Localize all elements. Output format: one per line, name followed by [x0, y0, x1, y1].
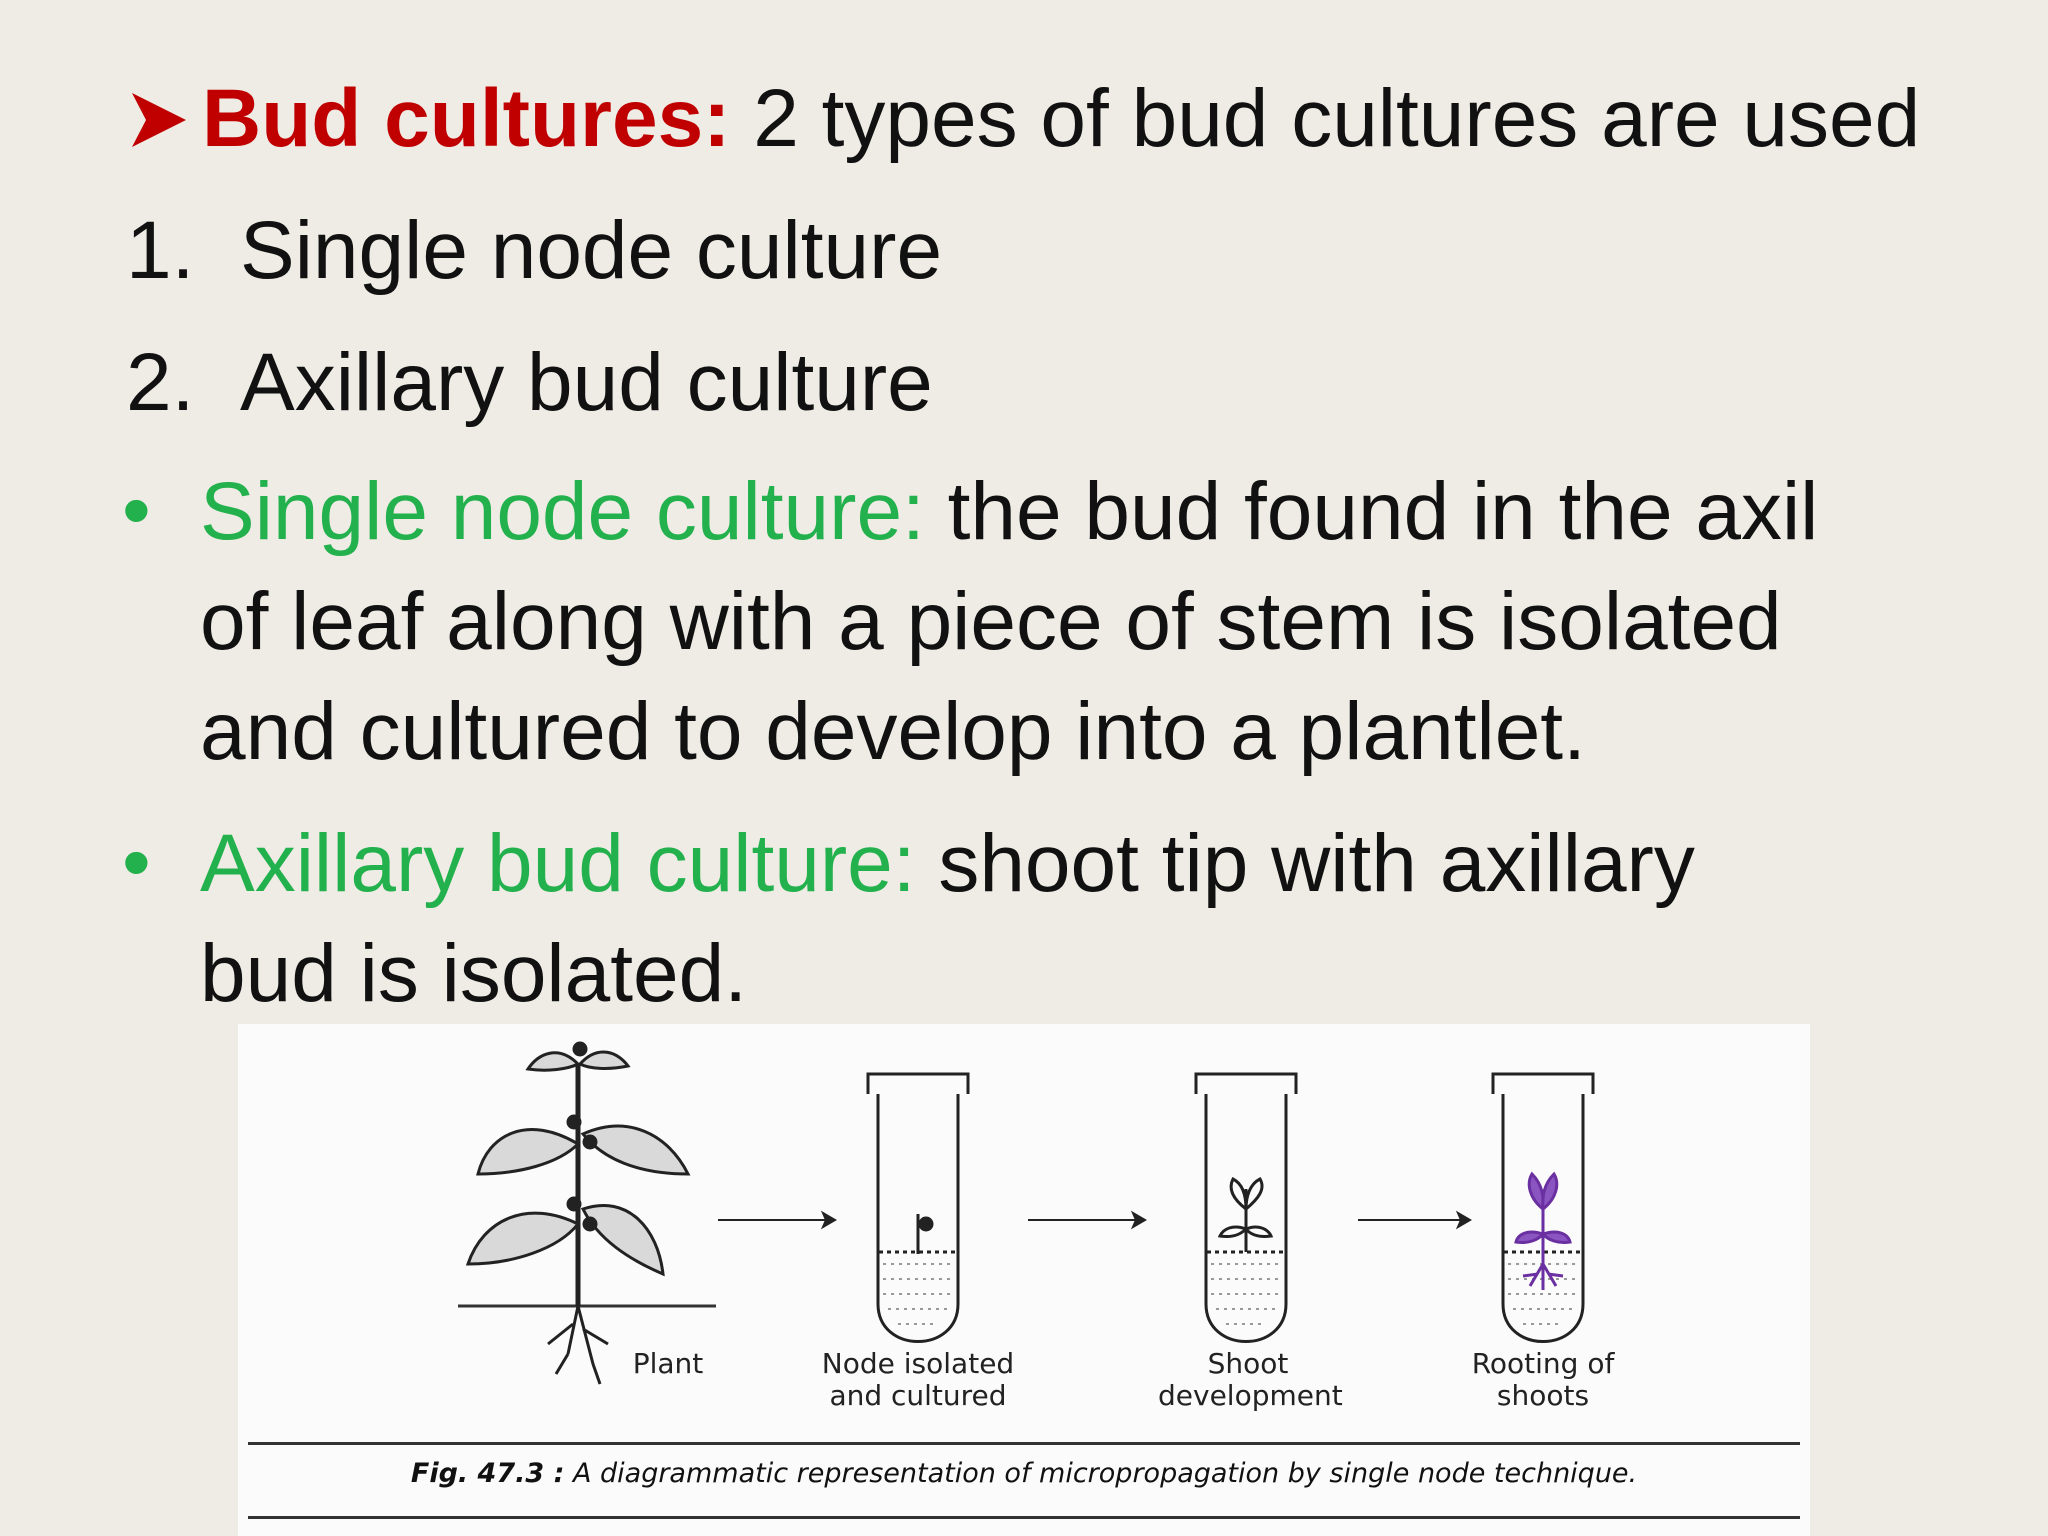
- micropropagation-figure: Plant Node isolated and cultured Shoot d…: [238, 1024, 1810, 1536]
- heading-line: Bud cultures: 2 types of bud cultures ar…: [128, 78, 1920, 165]
- plant-illustration: [465, 1041, 691, 1385]
- figure-caption: Fig. 47.3 : A diagrammatic representatio…: [238, 1458, 1810, 1489]
- list-number-2: 2.: [126, 337, 195, 428]
- bullet-term: Axillary bud culture:: [200, 818, 916, 909]
- bullet-text: bud is isolated.: [200, 928, 748, 1019]
- label-line: and cultured: [829, 1379, 1007, 1412]
- test-tube-shoot-development: [1194, 1072, 1298, 1343]
- label-line: Shoot: [1207, 1347, 1289, 1380]
- arrow-icon: [718, 1210, 1472, 1230]
- label-node-isolated: Node isolated and cultured: [818, 1348, 1018, 1412]
- bullet-text: of leaf along with a piece of stem is is…: [200, 576, 1782, 667]
- heading-label: Bud cultures:: [202, 73, 731, 164]
- test-tube-node-culture: [866, 1072, 970, 1343]
- label-shoot-development: Shoot development: [1158, 1347, 1343, 1412]
- bullet-dot-icon: •: [122, 817, 151, 908]
- label-line: development: [1158, 1379, 1343, 1412]
- bullet-paragraph-1: Single node culture: the bud found in th…: [200, 457, 1980, 787]
- caption-text: A diagrammatic representation of micropr…: [564, 1458, 1638, 1489]
- label-line: Rooting of: [1471, 1347, 1615, 1380]
- list-number-1: 1.: [126, 205, 195, 296]
- label-rooting: Rooting of shoots: [1453, 1348, 1633, 1412]
- bullet-paragraph-2: Axillary bud culture: shoot tip with axi…: [200, 809, 1980, 1029]
- caption-rule-bottom: [248, 1516, 1800, 1519]
- heading-text: 2 types of bud cultures are used: [730, 73, 1921, 164]
- caption-rule-top: [248, 1442, 1800, 1445]
- bullet-text: and cultured to develop into a plantlet.: [200, 686, 1586, 777]
- list-item-1: Single node culture: [240, 205, 943, 296]
- test-tube-rooting: [1491, 1072, 1595, 1343]
- caption-fig-number: Fig. 47.3 :: [410, 1458, 565, 1489]
- arrow-bullet-icon: [128, 83, 198, 165]
- bullet-text: the bud found in the axil: [924, 466, 1819, 557]
- bullet-dot-icon: •: [122, 465, 151, 556]
- figure-illustration: [458, 1041, 1595, 1385]
- label-line: Node isolated: [821, 1347, 1015, 1380]
- bullet-term: Single node culture:: [200, 466, 925, 557]
- label-plant: Plant: [632, 1347, 704, 1380]
- bullet-text: shoot tip with axillary: [915, 818, 1695, 909]
- label-line: shoots: [1496, 1379, 1590, 1412]
- list-item-2: Axillary bud culture: [240, 337, 933, 428]
